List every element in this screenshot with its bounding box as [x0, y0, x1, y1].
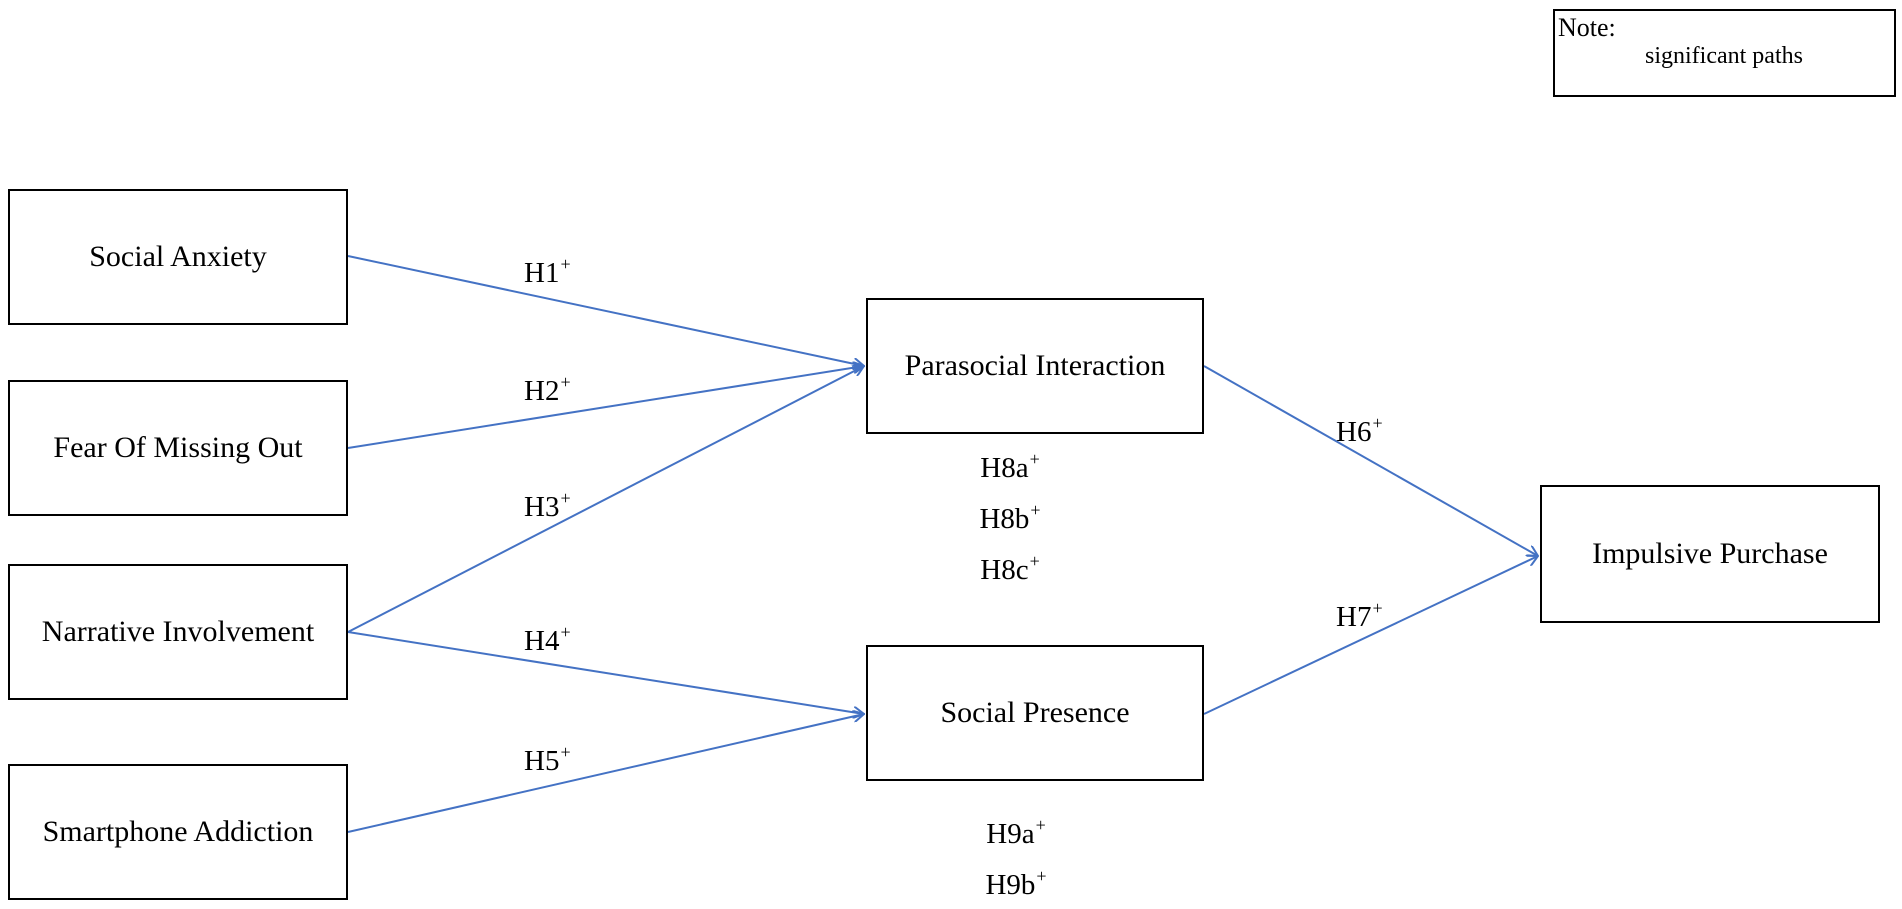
legend-item-label: significant paths	[1645, 43, 1803, 69]
node-label: Smartphone Addiction	[42, 815, 314, 848]
node-label: Narrative Involvement	[41, 615, 315, 648]
node-parasocial-interaction: Parasocial Interaction	[866, 298, 1204, 434]
arrow-h4	[347, 631, 864, 714]
arrow-h5	[347, 714, 864, 833]
arrow-h2	[347, 366, 864, 449]
node-smartphone-addiction: Smartphone Addiction	[8, 764, 348, 900]
mediation-labels-parasocial: H8a+ H8b+ H8c+	[960, 438, 1060, 591]
node-label: Parasocial Interaction	[904, 349, 1166, 382]
label-h5: H5+	[524, 742, 571, 777]
label-h6: H6+	[1336, 413, 1383, 448]
label-h3: H3+	[524, 488, 571, 523]
label-h8a: H8a+	[980, 449, 1040, 484]
label-h2: H2+	[524, 372, 571, 407]
node-narrative-involvement: Narrative Involvement	[8, 564, 348, 700]
label-h8b: H8b+	[979, 500, 1041, 535]
node-label: Fear Of Missing Out	[53, 431, 303, 464]
arrow-h7	[1203, 556, 1538, 715]
label-h8c: H8c+	[980, 551, 1040, 586]
node-fear-of-missing-out: Fear Of Missing Out	[8, 380, 348, 516]
legend-box: Note: significant paths	[1553, 9, 1896, 97]
label-h9b: H9b+	[985, 866, 1047, 901]
arrow-h6	[1203, 365, 1538, 556]
label-h4: H4+	[524, 622, 571, 657]
label-h7: H7+	[1336, 598, 1383, 633]
node-impulsive-purchase: Impulsive Purchase	[1540, 485, 1880, 623]
arrow-h1	[347, 255, 864, 366]
label-h9a: H9a+	[986, 815, 1046, 850]
mediation-labels-social-presence: H9a+ H9b+	[966, 804, 1066, 906]
node-label: Impulsive Purchase	[1592, 537, 1828, 570]
node-social-presence: Social Presence	[866, 645, 1204, 781]
node-label: Social Presence	[940, 696, 1130, 729]
arrow-h3	[347, 366, 864, 633]
node-label: Social Anxiety	[89, 240, 267, 273]
node-social-anxiety: Social Anxiety	[8, 189, 348, 325]
legend-title: Note:	[1558, 13, 1616, 42]
label-h1: H1+	[524, 254, 571, 289]
